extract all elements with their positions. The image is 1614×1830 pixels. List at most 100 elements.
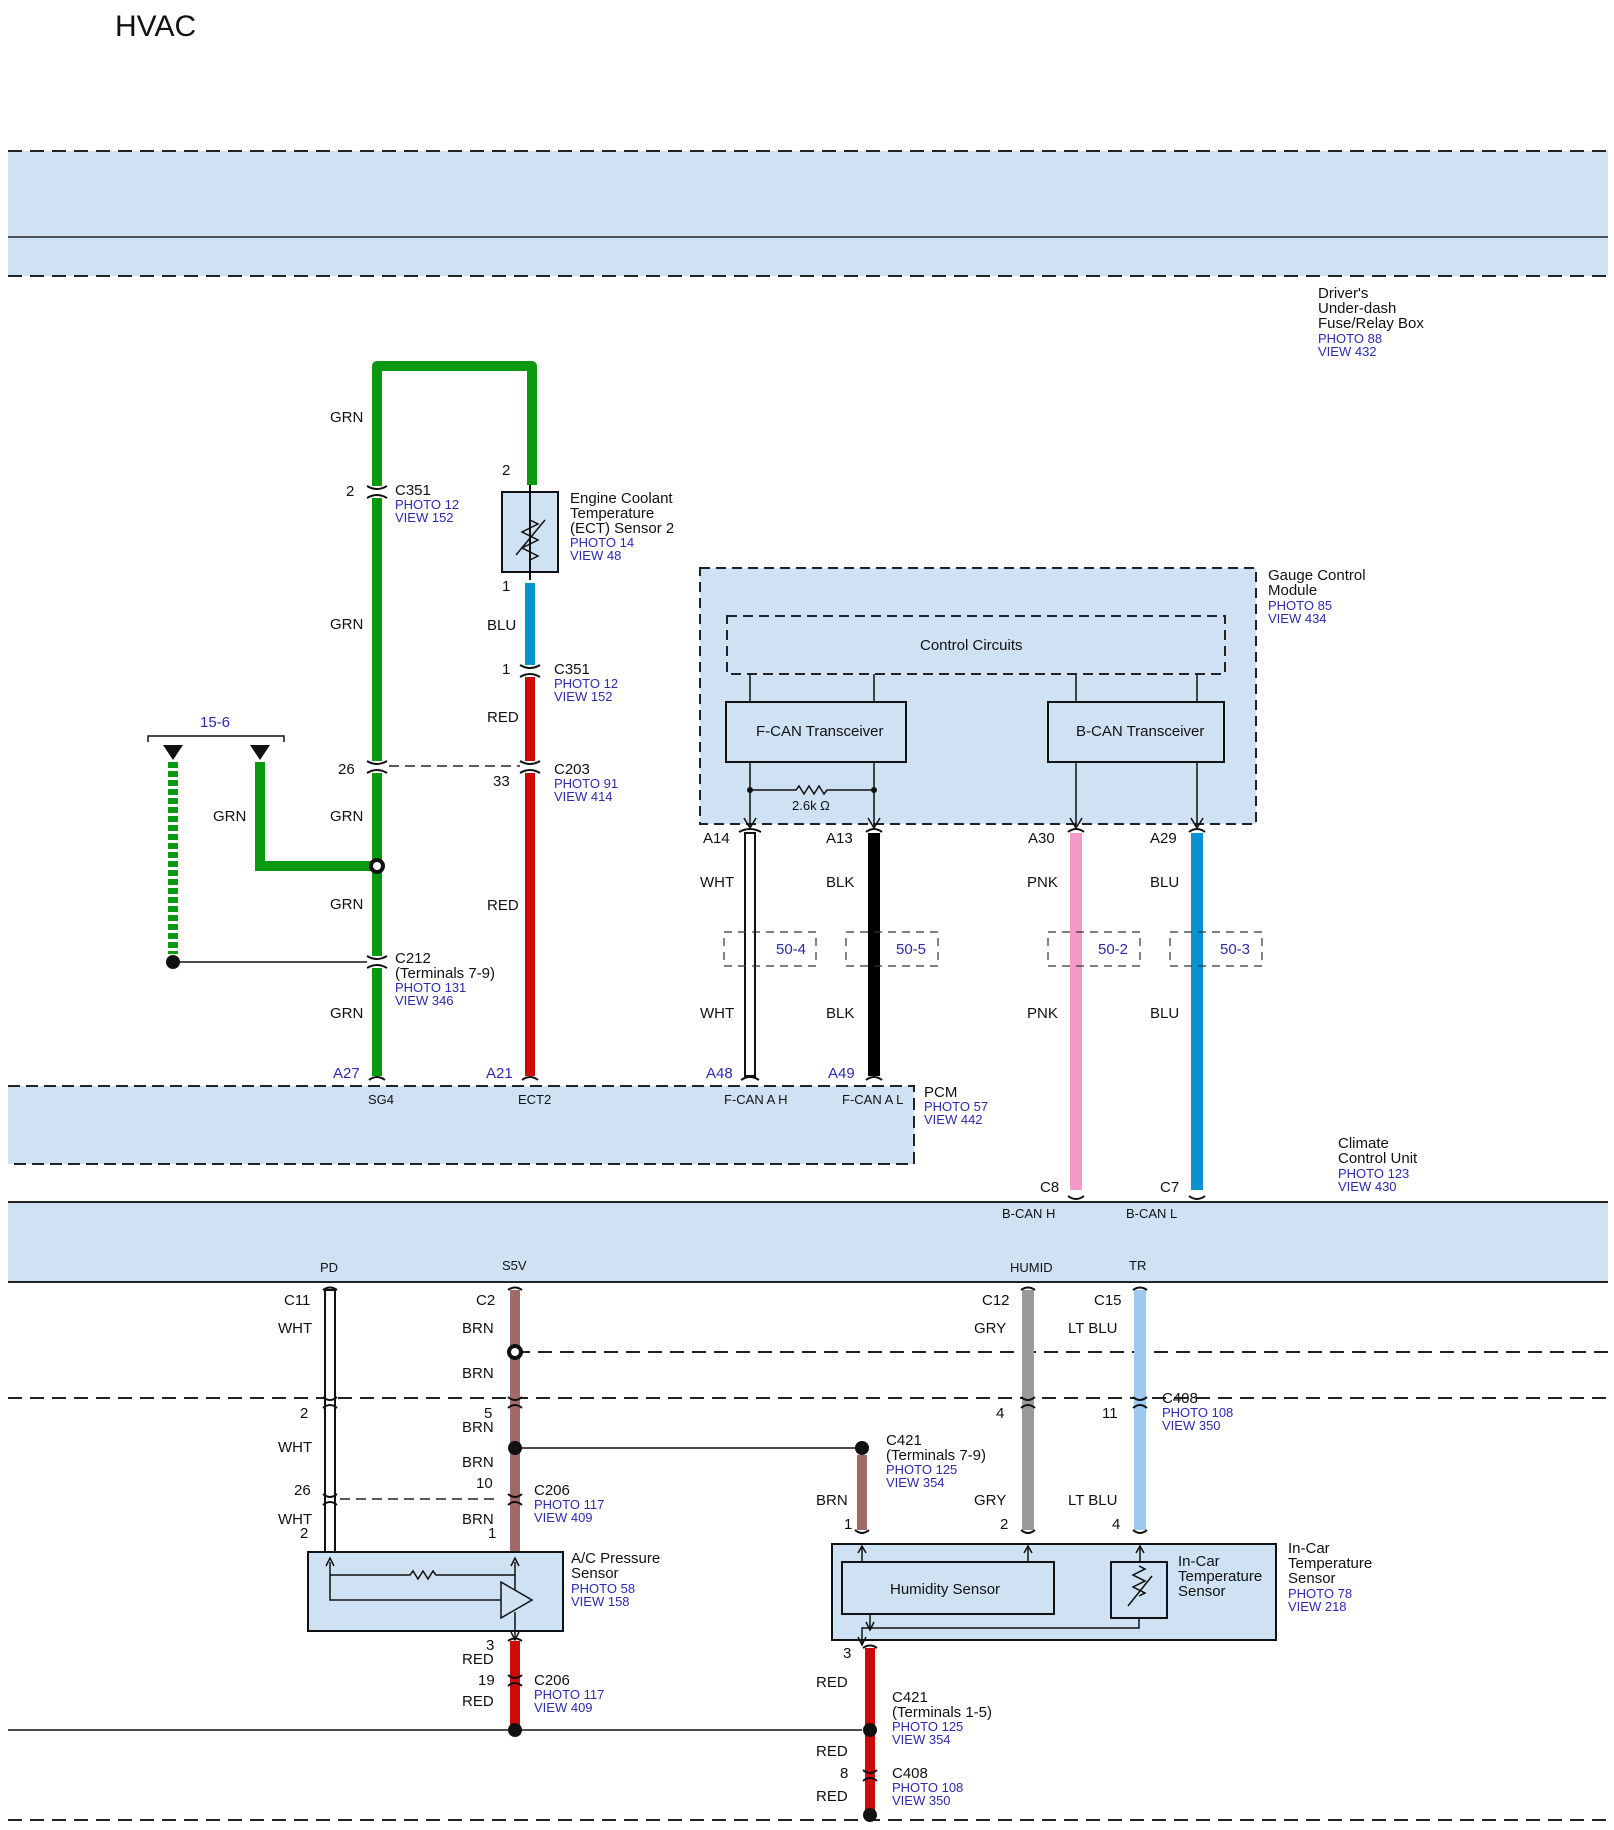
svg-text:VIEW 430: VIEW 430 <box>1338 1179 1397 1194</box>
svg-text:PHOTO 91: PHOTO 91 <box>554 776 618 791</box>
svg-text:(Terminals 1-5): (Terminals 1-5) <box>892 1704 992 1721</box>
svg-text:19: 19 <box>478 1672 495 1689</box>
svg-text:BLU: BLU <box>487 617 516 634</box>
svg-text:VIEW 346: VIEW 346 <box>395 993 454 1008</box>
svg-text:BLK: BLK <box>826 1005 854 1022</box>
svg-text:A14: A14 <box>703 830 730 847</box>
svg-text:33: 33 <box>493 773 510 790</box>
pcm-module: A27 A21 A48 A49 SG4 ECT2 F-CAN A H F-CAN… <box>8 1065 988 1165</box>
fuse-box-band <box>8 150 1608 277</box>
svg-text:2: 2 <box>300 1405 308 1422</box>
svg-text:1: 1 <box>502 578 510 595</box>
svg-text:RED: RED <box>462 1651 494 1668</box>
fuse-box-label: Driver's Under-dash Fuse/Relay Box PHOTO… <box>1318 285 1424 359</box>
page-title: HVAC <box>115 10 196 43</box>
svg-text:B-CAN L: B-CAN L <box>1126 1206 1177 1221</box>
svg-text:C203: C203 <box>554 761 590 778</box>
gauge-label: Gauge Control Module PHOTO 85 VIEW 434 <box>1268 567 1366 626</box>
svg-text:In-Car: In-Car <box>1178 1553 1220 1570</box>
svg-text:In-Car: In-Car <box>1288 1540 1330 1557</box>
svg-text:PHOTO 125: PHOTO 125 <box>886 1462 957 1477</box>
svg-text:8: 8 <box>840 1765 848 1782</box>
tr-wire: C15 LT BLU 11 LT BLU 4 C408 PHOTO 108 VI… <box>1068 1286 1233 1534</box>
ect-signal-wire: BLU RED RED <box>487 583 535 1076</box>
svg-text:PNK: PNK <box>1027 1005 1058 1022</box>
svg-text:WHT: WHT <box>700 1005 734 1022</box>
svg-text:PHOTO 12: PHOTO 12 <box>554 676 618 691</box>
svg-text:F-CAN A H: F-CAN A H <box>724 1092 788 1107</box>
svg-text:1: 1 <box>844 1516 852 1533</box>
svg-text:VIEW 442: VIEW 442 <box>924 1112 983 1127</box>
svg-text:BRN: BRN <box>816 1492 848 1509</box>
svg-text:B-CAN H: B-CAN H <box>1002 1206 1055 1221</box>
climate-label: Climate Control Unit PHOTO 123 VIEW 430 <box>1338 1135 1418 1194</box>
svg-text:PCM: PCM <box>924 1084 957 1101</box>
ac-pressure-sensor: A/C Pressure Sensor PHOTO 58 VIEW 158 <box>307 1550 660 1642</box>
svg-text:3: 3 <box>843 1645 851 1662</box>
svg-text:F-CAN A L: F-CAN A L <box>842 1092 903 1107</box>
in-car-ground-wire: 3 RED C421 (Terminals 1-5) PHOTO 125 VIE… <box>816 1644 992 1822</box>
svg-text:RED: RED <box>816 1788 848 1805</box>
svg-text:2: 2 <box>300 1525 308 1542</box>
gauge-control-module: Control Circuits F-CAN Transceiver B-CAN… <box>699 567 1257 830</box>
svg-text:Sensor: Sensor <box>1178 1583 1226 1600</box>
svg-text:1: 1 <box>502 661 510 678</box>
ref-15-6: 15-6 <box>147 714 285 760</box>
svg-text:Fuse/Relay Box: Fuse/Relay Box <box>1318 315 1424 332</box>
svg-text:VIEW 350: VIEW 350 <box>892 1793 951 1808</box>
c203-connector: 26 33 C203 PHOTO 91 VIEW 414 <box>338 760 618 804</box>
svg-text:10: 10 <box>476 1475 493 1492</box>
svg-text:GRN: GRN <box>330 896 363 913</box>
svg-text:PNK: PNK <box>1027 874 1058 891</box>
svg-text:PHOTO 108: PHOTO 108 <box>892 1780 963 1795</box>
svg-text:GRN: GRN <box>213 808 246 825</box>
svg-text:15-6: 15-6 <box>200 714 230 731</box>
svg-text:PHOTO 58: PHOTO 58 <box>571 1581 635 1596</box>
svg-text:C351: C351 <box>395 482 431 499</box>
svg-text:C408: C408 <box>892 1765 928 1782</box>
svg-text:VIEW 354: VIEW 354 <box>892 1732 951 1747</box>
svg-text:50-3: 50-3 <box>1220 941 1250 958</box>
svg-text:BRN: BRN <box>462 1365 494 1382</box>
svg-text:PHOTO 78: PHOTO 78 <box>1288 1586 1352 1601</box>
svg-text:BRN: BRN <box>462 1419 494 1436</box>
svg-text:VIEW 48: VIEW 48 <box>570 548 621 563</box>
ect-sensor: 2 1 Engine Coolant Temperature (ECT) Sen… <box>501 462 674 595</box>
svg-text:4: 4 <box>996 1405 1004 1422</box>
svg-text:26: 26 <box>338 761 355 778</box>
c206-connector: C206 PHOTO 117 VIEW 409 <box>534 1482 604 1525</box>
svg-text:(Terminals 7-9): (Terminals 7-9) <box>886 1447 986 1464</box>
c351-connector: 2 C351 PHOTO 12 VIEW 152 <box>346 482 459 525</box>
svg-text:HUMID: HUMID <box>1010 1260 1053 1275</box>
svg-text:VIEW 152: VIEW 152 <box>554 689 613 704</box>
grn-splice-dot <box>166 858 385 969</box>
svg-text:RED: RED <box>462 1693 494 1710</box>
svg-text:GRN: GRN <box>330 616 363 633</box>
svg-text:BLK: BLK <box>826 874 854 891</box>
svg-text:A49: A49 <box>828 1065 855 1082</box>
svg-text:GRN: GRN <box>330 1005 363 1022</box>
svg-text:50-4: 50-4 <box>776 941 806 958</box>
svg-text:LT BLU: LT BLU <box>1068 1492 1117 1509</box>
svg-text:RED: RED <box>487 897 519 914</box>
svg-text:PHOTO 14: PHOTO 14 <box>570 535 634 550</box>
svg-text:26: 26 <box>294 1482 311 1499</box>
svg-text:VIEW 434: VIEW 434 <box>1268 611 1327 626</box>
svg-text:C421: C421 <box>892 1689 928 1706</box>
svg-text:GRY: GRY <box>974 1492 1006 1509</box>
svg-text:Humidity Sensor: Humidity Sensor <box>890 1581 1000 1598</box>
svg-text:B-CAN Transceiver: B-CAN Transceiver <box>1076 723 1204 740</box>
svg-text:2: 2 <box>1000 1516 1008 1533</box>
svg-text:TR: TR <box>1129 1258 1146 1273</box>
svg-text:50-2: 50-2 <box>1098 941 1128 958</box>
svg-text:PHOTO 12: PHOTO 12 <box>395 497 459 512</box>
svg-text:VIEW 409: VIEW 409 <box>534 1700 593 1715</box>
svg-text:S5V: S5V <box>502 1258 527 1273</box>
svg-text:C12: C12 <box>982 1292 1010 1309</box>
svg-text:C2: C2 <box>476 1292 495 1309</box>
svg-text:PHOTO 117: PHOTO 117 <box>534 1687 604 1702</box>
svg-text:Gauge Control: Gauge Control <box>1268 567 1366 584</box>
svg-text:PHOTO 125: PHOTO 125 <box>892 1719 963 1734</box>
svg-text:C8: C8 <box>1040 1179 1059 1196</box>
